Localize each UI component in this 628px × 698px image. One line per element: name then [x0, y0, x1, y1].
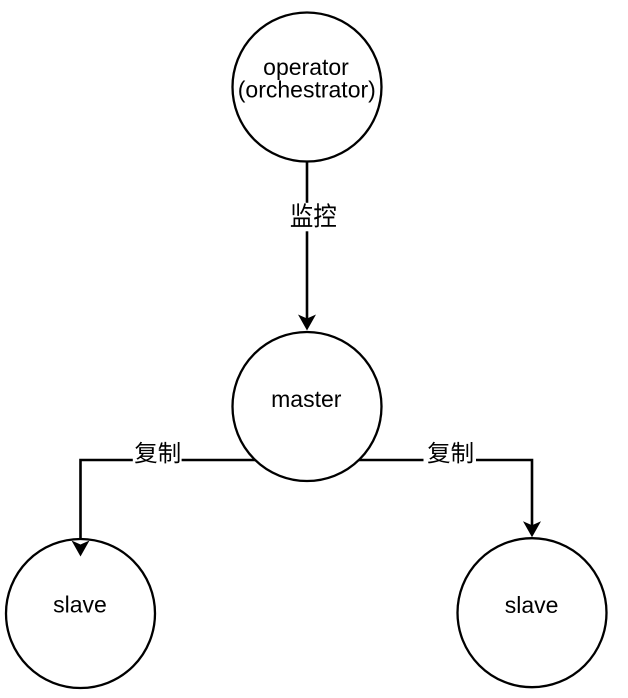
- svg-text:master: master: [271, 386, 342, 412]
- svg-text:slave: slave: [505, 592, 559, 618]
- svg-text:operator: operator: [263, 54, 349, 80]
- svg-text:slave: slave: [53, 592, 107, 618]
- svg-text:(orchestrator): (orchestrator): [238, 76, 376, 102]
